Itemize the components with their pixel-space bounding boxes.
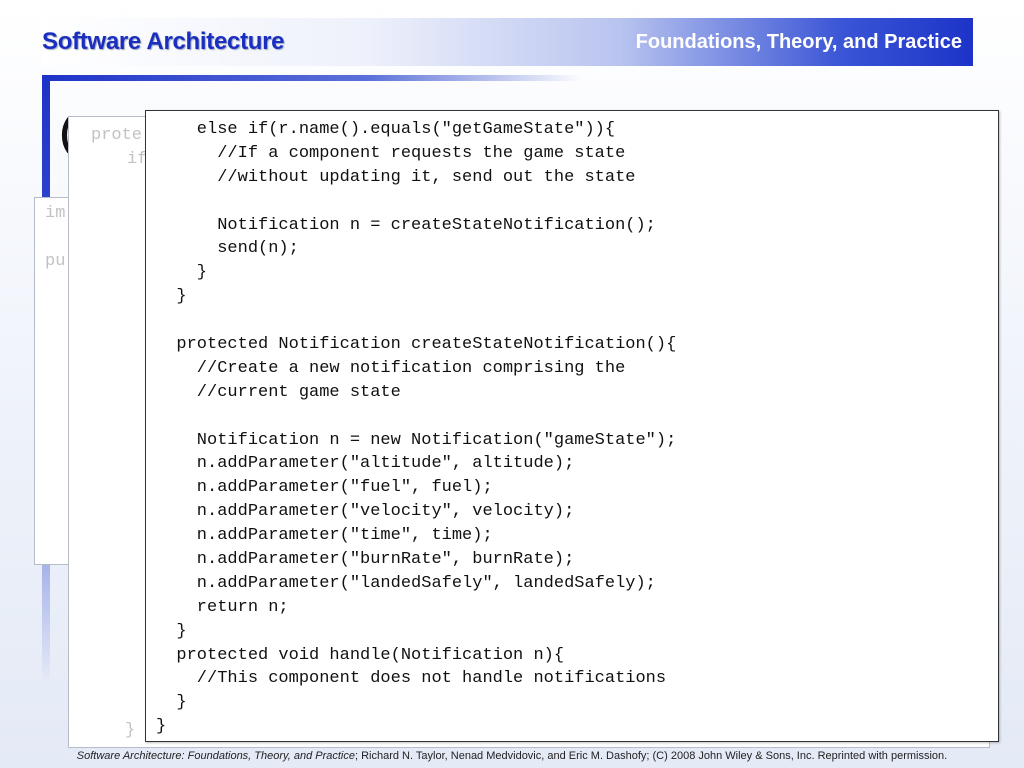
code-line: [156, 405, 676, 429]
code-fragment: pu: [45, 252, 66, 271]
code-line: //current game state: [156, 382, 401, 402]
code-line: protected void handle(Notification n){: [156, 645, 565, 665]
code-fragment: }: [125, 721, 136, 740]
code-line: n.addParameter("velocity", velocity);: [156, 502, 575, 522]
code-line: }: [156, 287, 187, 307]
header-book-title: Software Architecture: [42, 28, 285, 55]
code-line: n.addParameter("fuel", fuel);: [156, 478, 493, 498]
slide-header: Software Architecture Foundations, Theor…: [42, 18, 973, 66]
footer-citation: Software Architecture: Foundations, Theo…: [0, 750, 1024, 762]
code-fragment: if: [127, 150, 148, 169]
code-line: }: [156, 693, 187, 713]
code-fragment: prote: [91, 126, 143, 145]
code-line: send(n);: [156, 239, 299, 259]
code-line: }: [156, 717, 167, 737]
code-line: return n;: [156, 597, 289, 617]
code-line: [156, 190, 676, 214]
code-line: //Create a new notification comprising t…: [156, 358, 626, 378]
code-line: n.addParameter("landedSafely", landedSaf…: [156, 573, 656, 593]
code-line: protected Notification createStateNotifi…: [156, 335, 677, 355]
decorative-top-bar: [42, 75, 582, 81]
code-line: else if(r.name().equals("getGameState"))…: [156, 120, 616, 139]
header-subtitle: Foundations, Theory, and Practice: [635, 31, 962, 53]
code-fragment: im: [45, 204, 66, 223]
code-line: }: [156, 263, 208, 283]
code-line: }: [156, 621, 187, 641]
code-line: [156, 309, 676, 333]
code-line: n.addParameter("burnRate", burnRate);: [156, 550, 575, 570]
code-line: Notification n = createStateNotification…: [156, 215, 656, 235]
code-line: //This component does not handle notific…: [156, 669, 667, 689]
code-line: n.addParameter("altitude", altitude);: [156, 454, 575, 474]
code-listing: else if(r.name().equals("getGameState"))…: [156, 118, 676, 739]
footer-book-title: Software Architecture: Foundations, Theo…: [76, 750, 355, 762]
footer-credits: ; Richard N. Taylor, Nenad Medvidovic, a…: [354, 750, 948, 762]
code-line: n.addParameter("time", time);: [156, 526, 493, 546]
code-panel-front: else if(r.name().equals("getGameState"))…: [145, 110, 999, 742]
code-line: //If a component requests the game state: [156, 143, 626, 163]
code-line: Notification n = new Notification("gameS…: [156, 430, 677, 450]
code-line: //without updating it, send out the stat…: [156, 167, 636, 187]
